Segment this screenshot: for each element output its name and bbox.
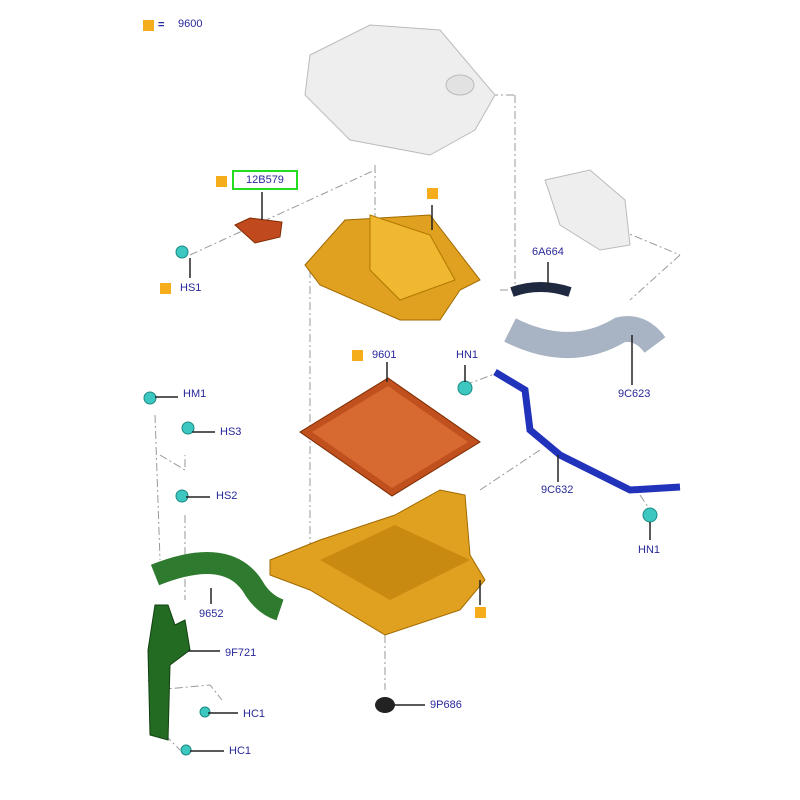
sensor-12B579 bbox=[234, 217, 283, 244]
legend-equals: = bbox=[158, 19, 165, 31]
part-label-hm1[interactable]: HM1 bbox=[183, 388, 207, 400]
part-label-hc1-a[interactable]: HC1 bbox=[243, 708, 266, 720]
bolt-hs2 bbox=[175, 489, 189, 503]
assembly-marker bbox=[216, 176, 227, 187]
part-label-hc1-b[interactable]: HC1 bbox=[229, 745, 252, 757]
part-label-9C623[interactable]: 9C623 bbox=[618, 388, 651, 400]
bolt-hs1 bbox=[175, 245, 189, 259]
intake-hose-9C623 bbox=[504, 316, 666, 358]
part-label-hs1[interactable]: HS1 bbox=[180, 282, 202, 294]
outlet-pipe-6A664 bbox=[510, 282, 572, 297]
bolt-hm1 bbox=[143, 391, 157, 405]
turbocharger bbox=[544, 169, 631, 251]
part-label-hn1-bottom[interactable]: HN1 bbox=[638, 544, 661, 556]
air-cleaner-cover bbox=[304, 214, 481, 321]
clip-hc1-b bbox=[180, 744, 192, 756]
part-label-9C632[interactable]: 9C632 bbox=[541, 484, 574, 496]
vent-pipe-9C632 bbox=[493, 368, 681, 494]
part-label-9601[interactable]: 9601 bbox=[372, 349, 397, 361]
part-label-9652[interactable]: 9652 bbox=[199, 608, 224, 620]
part-label-9P686[interactable]: 9P686 bbox=[430, 699, 462, 711]
part-label-hs2[interactable]: HS2 bbox=[216, 490, 238, 502]
nut-hn1-bottom bbox=[642, 507, 658, 523]
clip-hc1-a bbox=[199, 706, 211, 718]
assembly-marker bbox=[475, 607, 486, 618]
part-label-12B579[interactable]: 12B579 bbox=[232, 170, 298, 190]
part-label-hs3[interactable]: HS3 bbox=[220, 426, 242, 438]
part-label-9F721[interactable]: 9F721 bbox=[225, 647, 257, 659]
air-filter-element bbox=[299, 377, 481, 497]
grommet-9P686 bbox=[375, 697, 395, 713]
air-cleaner-lower-housing bbox=[269, 489, 486, 636]
assembly-marker bbox=[160, 283, 171, 294]
assembly-marker bbox=[143, 20, 154, 31]
callout-lines bbox=[155, 192, 651, 752]
part-label-hn1-top[interactable]: HN1 bbox=[456, 349, 479, 361]
legend-assembly-number: 9600 bbox=[178, 18, 203, 30]
air-inlet-duct-9652 bbox=[150, 552, 284, 621]
engine-valve-cover bbox=[304, 24, 496, 156]
bolt-hs3 bbox=[181, 421, 195, 435]
assembly-marker bbox=[427, 188, 438, 199]
bracket-9F721 bbox=[147, 604, 191, 741]
nut-hn1-top bbox=[457, 380, 473, 396]
part-label-6A664[interactable]: 6A664 bbox=[532, 246, 564, 258]
assembly-marker bbox=[352, 350, 363, 361]
